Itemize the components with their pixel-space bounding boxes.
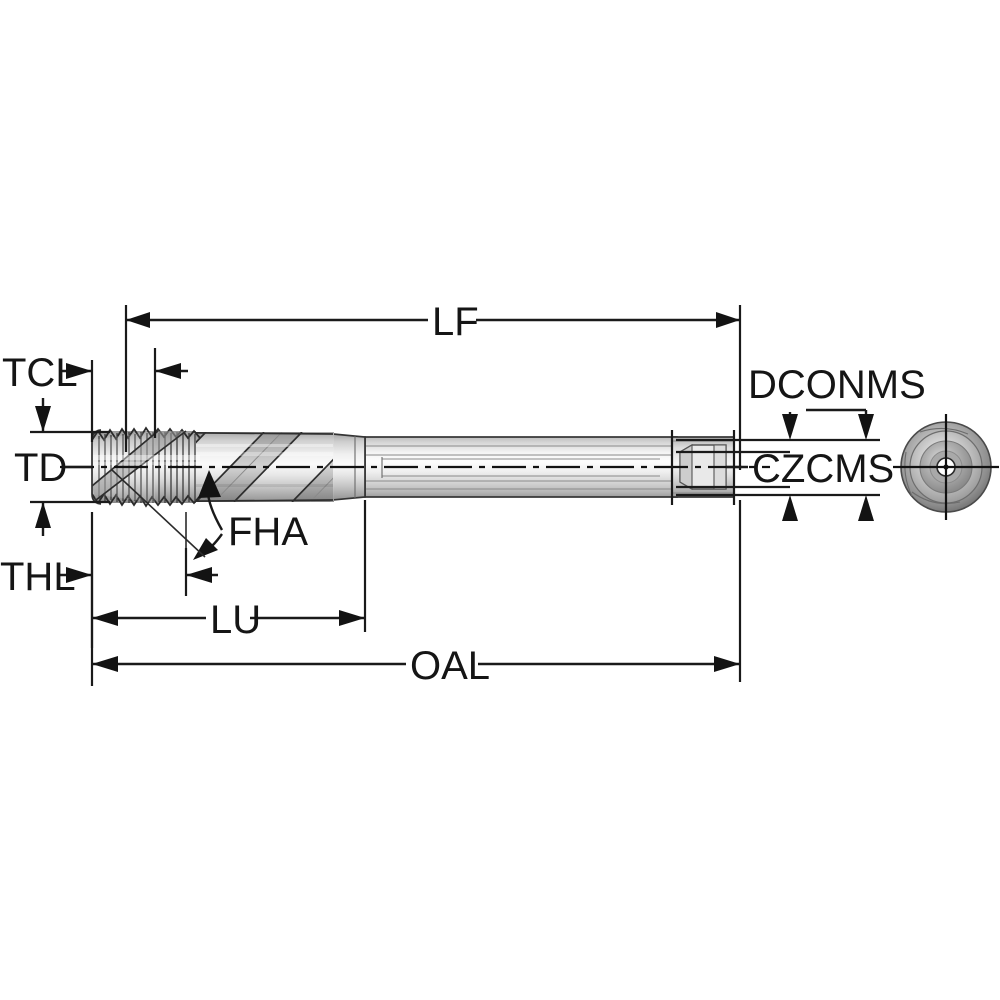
arrow-down (35, 406, 51, 432)
dimension-FHA: FHA (111, 469, 308, 560)
dimension-label-LU: LU (210, 598, 261, 642)
dimension-label-THL: THL (0, 555, 76, 599)
dimension-label-TD: TD (14, 446, 67, 490)
arrow-right-inward (66, 567, 92, 583)
end-view (893, 414, 999, 520)
dimension-THL: THL (0, 512, 218, 600)
arrow-up-right (858, 495, 874, 521)
dimension-label-TCL: TCL (2, 351, 78, 395)
dimension-TCL: TCL (2, 348, 188, 442)
arrow-down-left (782, 414, 798, 440)
dimension-DCONMS: DCONMS (676, 363, 926, 521)
arrow-to-helix (193, 538, 218, 560)
dimension-LF: LF (124, 300, 742, 470)
arrow-left (126, 312, 150, 328)
tool-side-view (60, 426, 770, 508)
dimension-LU: LU (90, 500, 367, 648)
arrow-up (35, 502, 51, 528)
arrow-right (339, 610, 365, 626)
arrow-up-left (782, 495, 798, 521)
arrow-down-right (858, 414, 874, 440)
dimension-CZCMS: CZCMS (670, 430, 894, 505)
dimension-OAL: OAL (90, 500, 742, 688)
dimension-label-DCONMS: DCONMS (748, 363, 926, 407)
dimension-label-CZCMS: CZCMS (752, 447, 894, 491)
arrow-right (714, 656, 740, 672)
arrow-right-inward (66, 363, 92, 379)
dimension-TD: TD (14, 398, 110, 536)
arrow-to-flute (198, 470, 221, 498)
arrow-right (716, 312, 740, 328)
dimension-label-OAL: OAL (410, 644, 490, 688)
dimension-label-LF: LF (432, 300, 479, 344)
arrow-left-inward (186, 567, 212, 583)
arrow-left (92, 656, 118, 672)
arrow-left (92, 610, 118, 626)
dimension-label-FHA: FHA (228, 510, 308, 554)
arrow-left-inward (155, 363, 181, 379)
